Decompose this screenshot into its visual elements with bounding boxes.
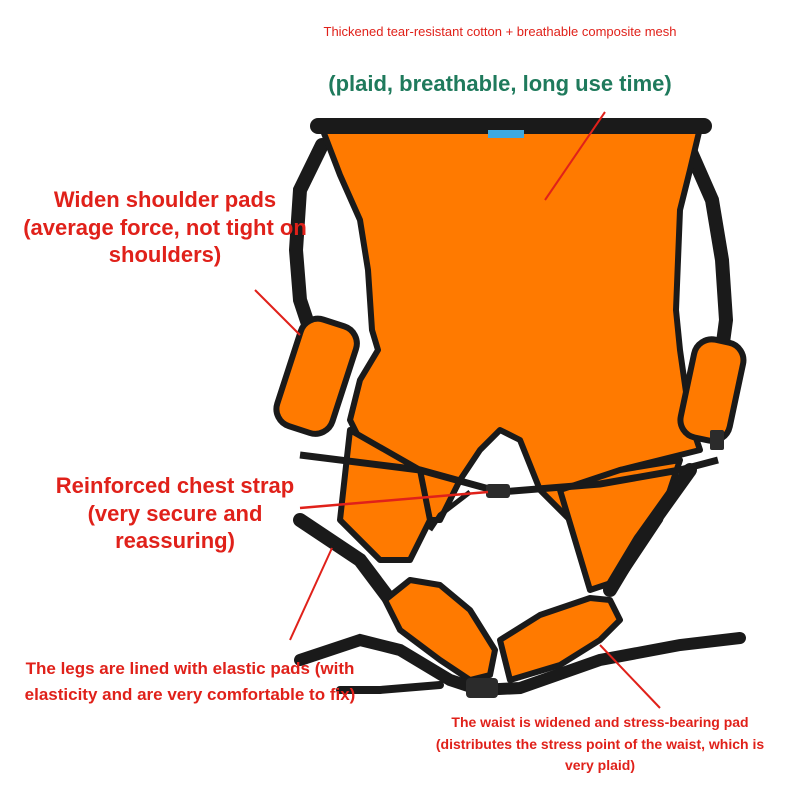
right-side-buckle	[710, 430, 724, 450]
right-waist-pad	[497, 595, 623, 683]
left-leg-strap	[293, 513, 397, 607]
chest-buckle	[486, 484, 510, 498]
fabric-label: Thickened tear-resistant cotton + breath…	[323, 24, 677, 39]
callout-line-waist	[599, 644, 661, 709]
right-leg-strap	[603, 463, 697, 597]
chest-strap-label: Reinforced chest strap (very secure and …	[55, 473, 295, 553]
label-tag	[488, 130, 524, 138]
right-shoulder-strap	[683, 143, 734, 357]
waist-buckle	[466, 678, 498, 698]
right-shoulder-pad	[677, 336, 747, 444]
harness-body	[319, 125, 703, 523]
left-shoulder-pad	[273, 315, 360, 437]
waist-pad-label: The waist is widened and stress-bearing …	[435, 714, 765, 774]
chest-strap-tail	[427, 490, 472, 532]
shoulder-pads-label: Widen shoulder pads (average force, not …	[23, 187, 307, 267]
callout-line-chest	[299, 490, 489, 510]
callout-line-top	[544, 111, 606, 201]
left-waist-pad	[382, 577, 498, 683]
callout-line-shoulder	[254, 289, 301, 336]
leg-pads-label: The legs are lined with elastic pads (wi…	[24, 659, 356, 705]
fabric-subtitle: (plaid, breathable, long use time)	[328, 71, 672, 96]
belt-left-tail	[336, 681, 444, 694]
chest-strap	[299, 451, 719, 496]
callout-line-legs	[289, 547, 333, 641]
left-shoulder-strap	[288, 138, 329, 337]
